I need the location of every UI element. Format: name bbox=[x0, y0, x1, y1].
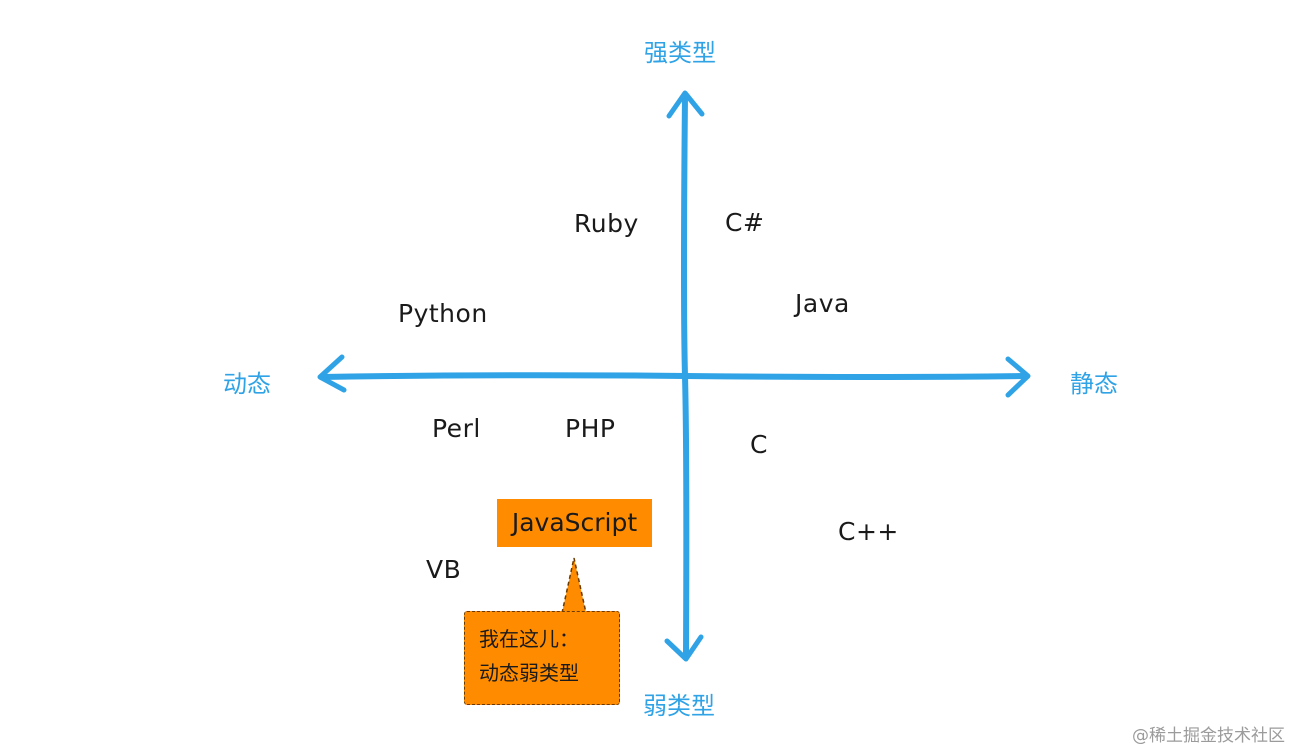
bottom-arrowhead bbox=[664, 634, 704, 662]
left-arrowhead bbox=[317, 354, 347, 393]
vertical-axis bbox=[681, 93, 690, 658]
language-csharp: C# bbox=[725, 208, 765, 237]
language-python: Python bbox=[398, 299, 488, 328]
language-java: Java bbox=[795, 289, 850, 318]
axis-label-strong-typed: 强类型 bbox=[644, 39, 716, 67]
callout-line-2: 动态弱类型 bbox=[479, 661, 579, 685]
language-cpp: C++ bbox=[838, 517, 899, 546]
language-php: PHP bbox=[565, 414, 616, 443]
axis-label-static: 静态 bbox=[1070, 370, 1118, 398]
top-arrowhead bbox=[666, 90, 705, 119]
axis-label-weak-typed: 弱类型 bbox=[643, 692, 715, 720]
language-c: C bbox=[750, 430, 768, 459]
right-arrowhead bbox=[1005, 356, 1031, 398]
language-javascript-highlight: JavaScript bbox=[497, 499, 652, 547]
callout-bubble: 我在这儿： 动态弱类型 bbox=[464, 611, 620, 705]
axis-label-dynamic: 动态 bbox=[223, 370, 271, 398]
callout-line-1: 我在这儿： bbox=[479, 627, 579, 651]
language-ruby: Ruby bbox=[574, 209, 639, 238]
watermark: @稀土掘金技术社区 bbox=[1132, 726, 1285, 746]
language-vb: VB bbox=[426, 555, 462, 584]
language-perl: Perl bbox=[432, 414, 481, 443]
